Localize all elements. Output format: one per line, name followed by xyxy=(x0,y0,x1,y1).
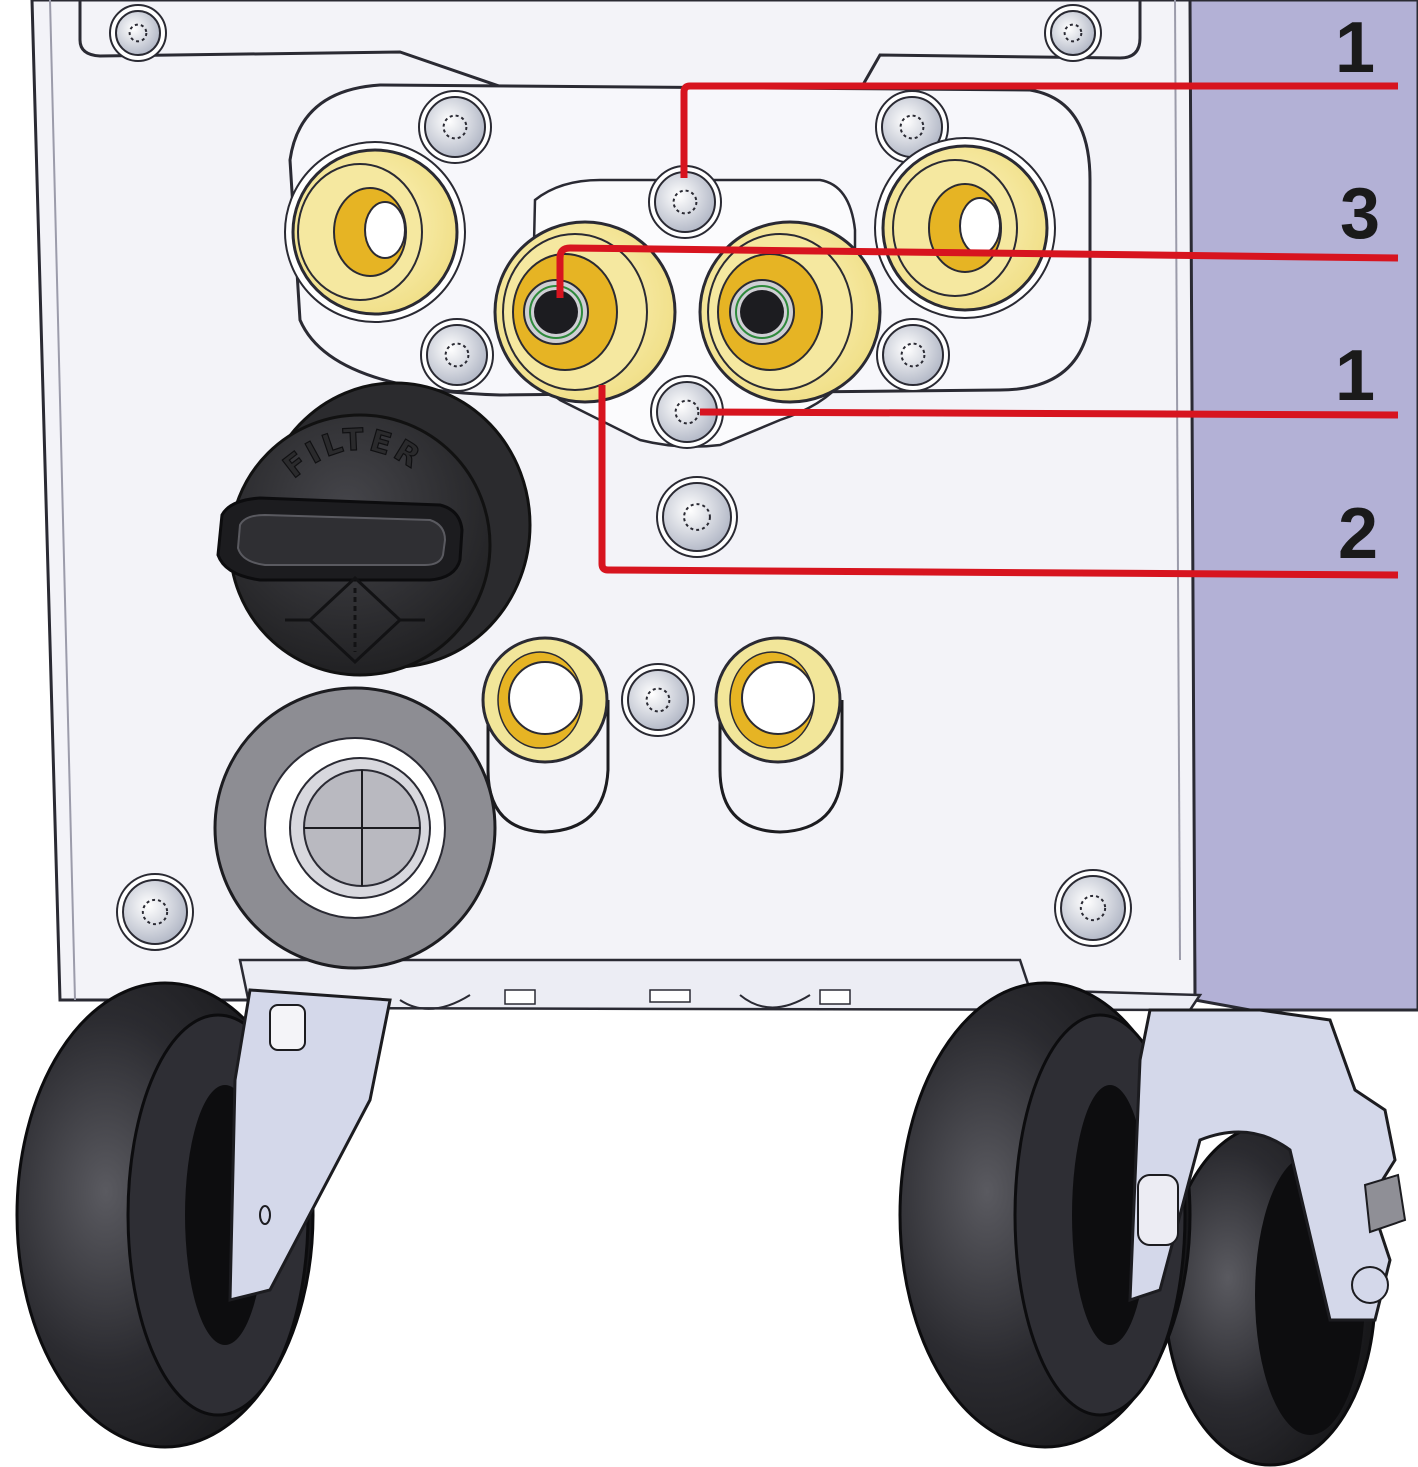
callout-leaders xyxy=(556,82,1399,579)
filter-window xyxy=(213,686,497,970)
lower-port-left xyxy=(481,636,610,834)
caster-left xyxy=(15,981,392,1449)
callout-label-1-top: 1 xyxy=(1335,8,1375,88)
screw-bottom-right xyxy=(1054,869,1132,947)
screw-plate-upper-left xyxy=(418,90,492,164)
leader-line-1-bottom xyxy=(699,408,1399,419)
screw-plate-lower-right xyxy=(876,318,950,392)
screw-plate-lower-left xyxy=(420,318,494,392)
fitting-top-right xyxy=(874,137,1056,319)
side-panel xyxy=(1183,0,1418,1012)
leader-line-1-top xyxy=(680,82,1398,178)
callout-label-2: 2 xyxy=(1338,494,1378,574)
screw-center-lower xyxy=(656,476,738,558)
screw-between-ports xyxy=(621,663,695,737)
filter-cap: FILTER xyxy=(216,381,532,677)
screw-center-top xyxy=(648,165,722,239)
callout-label-3: 3 xyxy=(1340,174,1380,254)
screw-top-left xyxy=(109,4,167,62)
fitting-center-left xyxy=(493,220,677,404)
callout-label-1-bottom: 1 xyxy=(1335,336,1375,416)
screw-bottom-left xyxy=(116,873,194,951)
screw-top-right xyxy=(1044,4,1102,62)
caster-right xyxy=(898,981,1407,1467)
fitting-center-right xyxy=(698,220,882,404)
leader-line-3 xyxy=(556,244,1399,298)
lower-port-right xyxy=(714,636,844,834)
fitting-top-left xyxy=(284,141,466,323)
leader-line-2 xyxy=(598,385,1399,579)
filter-symbol-icon xyxy=(285,575,425,665)
